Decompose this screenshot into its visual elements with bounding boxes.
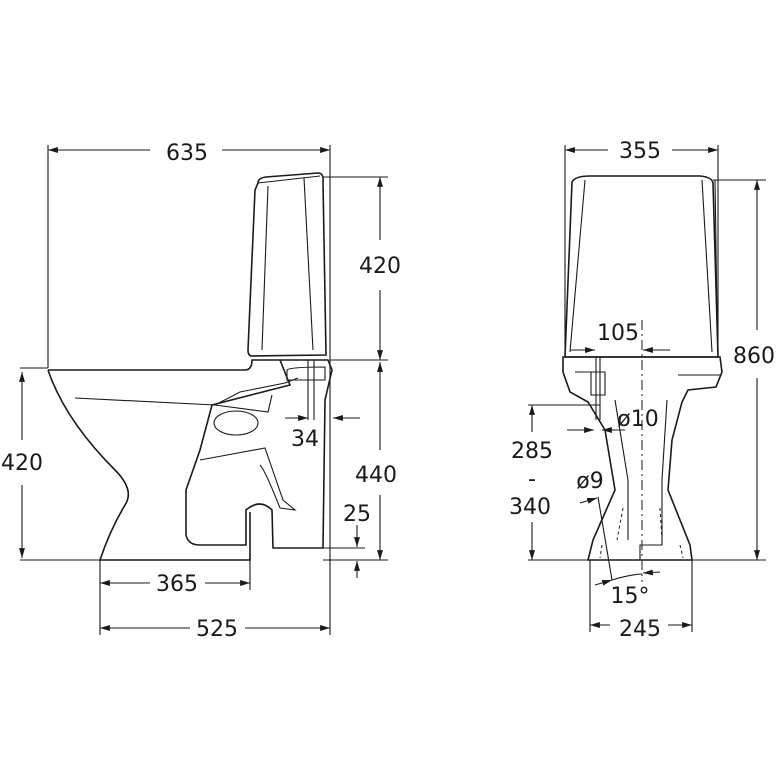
dim-tank-width: 355	[619, 139, 661, 164]
dim-total-height: 860	[733, 344, 775, 369]
dim-front-inlet-offset: 105	[597, 321, 639, 346]
dim-outlet-distance: 365	[156, 572, 198, 597]
dim-bolt-angle: 15°	[611, 584, 650, 609]
dim-outlet-height-sep: -	[528, 467, 536, 492]
dim-bolt-diameter: ø9	[576, 469, 603, 494]
dim-connection-height: 440	[355, 463, 397, 488]
dim-inlet-offset: 34	[291, 427, 319, 452]
side-bowl	[47, 359, 333, 561]
side-tank	[247, 172, 327, 357]
dim-tank-height: 420	[359, 254, 401, 279]
dim-base-width: 245	[619, 617, 661, 642]
dim-inlet-diameter: ø10	[617, 407, 658, 432]
dim-outlet-height: 25	[343, 502, 371, 527]
front-tank	[564, 175, 719, 358]
dim-outlet-height-min: 285	[511, 439, 553, 464]
front-view: 355 860 105 ø10 285 - 340 ø9 15° 245	[509, 139, 775, 642]
front-bowl	[562, 356, 723, 561]
dim-overall-length: 635	[166, 141, 208, 166]
dim-seat-height: 420	[1, 451, 43, 476]
dim-outlet-height-max: 340	[509, 495, 551, 520]
side-view: 635 420 420 440 34 25 365 525	[1, 138, 401, 642]
dim-floor-depth: 525	[196, 617, 238, 642]
